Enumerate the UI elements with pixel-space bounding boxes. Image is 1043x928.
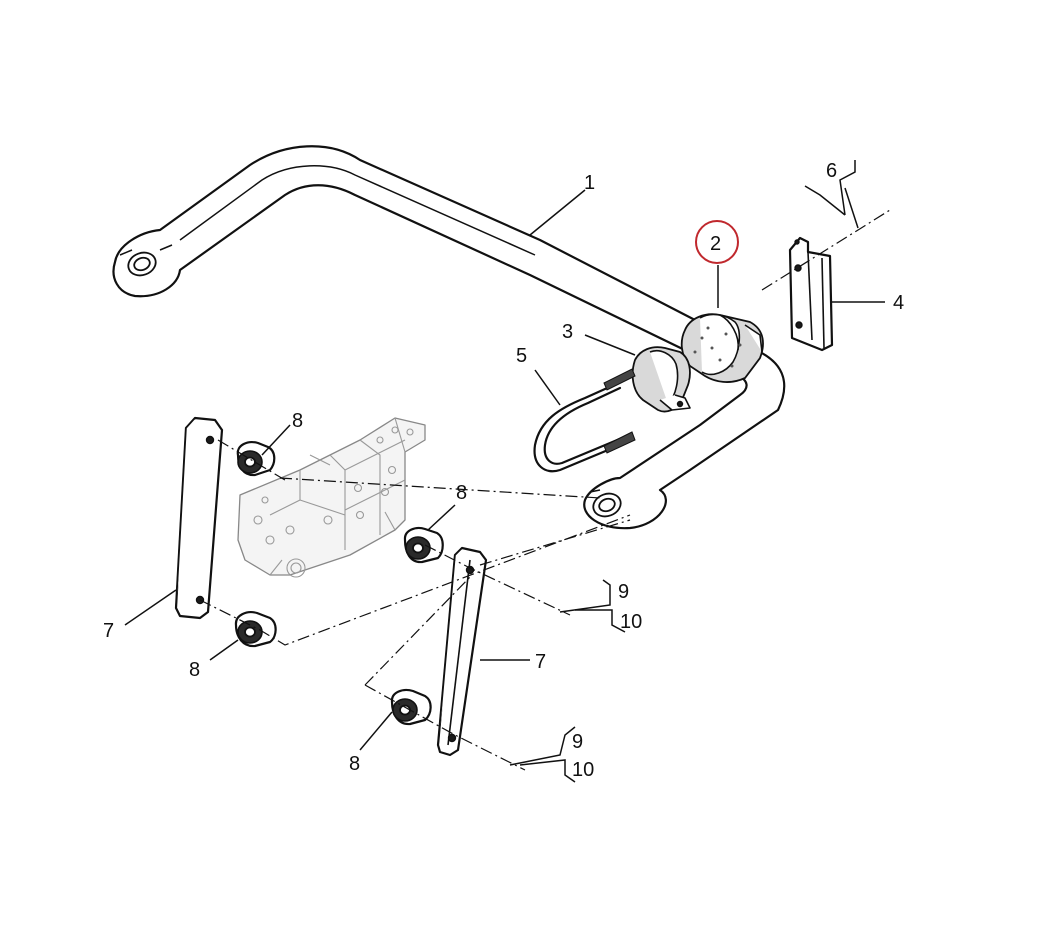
- callout-8-bottom: 8: [349, 753, 360, 775]
- link-right: [436, 546, 488, 757]
- callout-9-upper: 9: [618, 581, 629, 603]
- callout-8-middle: 8: [456, 482, 467, 504]
- frame-mounting-bracket: [237, 417, 426, 578]
- rubber-bushing-4: [390, 688, 432, 726]
- callout-2: 2: [710, 233, 721, 255]
- stabilizer-bar-bushing: [680, 313, 764, 383]
- callout-9-lower: 9: [572, 731, 583, 753]
- callout-10-lower: 10: [572, 759, 594, 781]
- link-left: [174, 416, 224, 620]
- rubber-bushing-3: [234, 611, 277, 648]
- callout-8-bottom-left: 8: [189, 659, 200, 681]
- callout-1: 1: [584, 172, 595, 194]
- callout-2-highlight-ring: [695, 220, 739, 264]
- stabilizer-bar: [112, 145, 786, 530]
- rubber-bushing-2: [403, 526, 444, 564]
- rubber-bushing-1: [236, 441, 276, 477]
- assembly-centerlines: [199, 209, 891, 771]
- mounting-plate: [788, 236, 834, 352]
- leader-lines: [124, 160, 885, 783]
- callout-7-left: 7: [103, 620, 114, 642]
- u-bolt: [533, 368, 636, 473]
- callout-10-upper: 10: [620, 611, 642, 633]
- bushing-clamp: [631, 346, 691, 413]
- callout-labels: 1 2 3 4 5 6 7 7 8 8 8 8 9 10 9 10: [103, 160, 904, 781]
- callout-8-top-left: 8: [292, 410, 303, 432]
- callout-6: 6: [826, 160, 837, 182]
- callout-3: 3: [562, 321, 573, 343]
- callout-5: 5: [516, 345, 527, 367]
- callout-4: 4: [893, 292, 904, 314]
- callout-7-right: 7: [535, 651, 546, 673]
